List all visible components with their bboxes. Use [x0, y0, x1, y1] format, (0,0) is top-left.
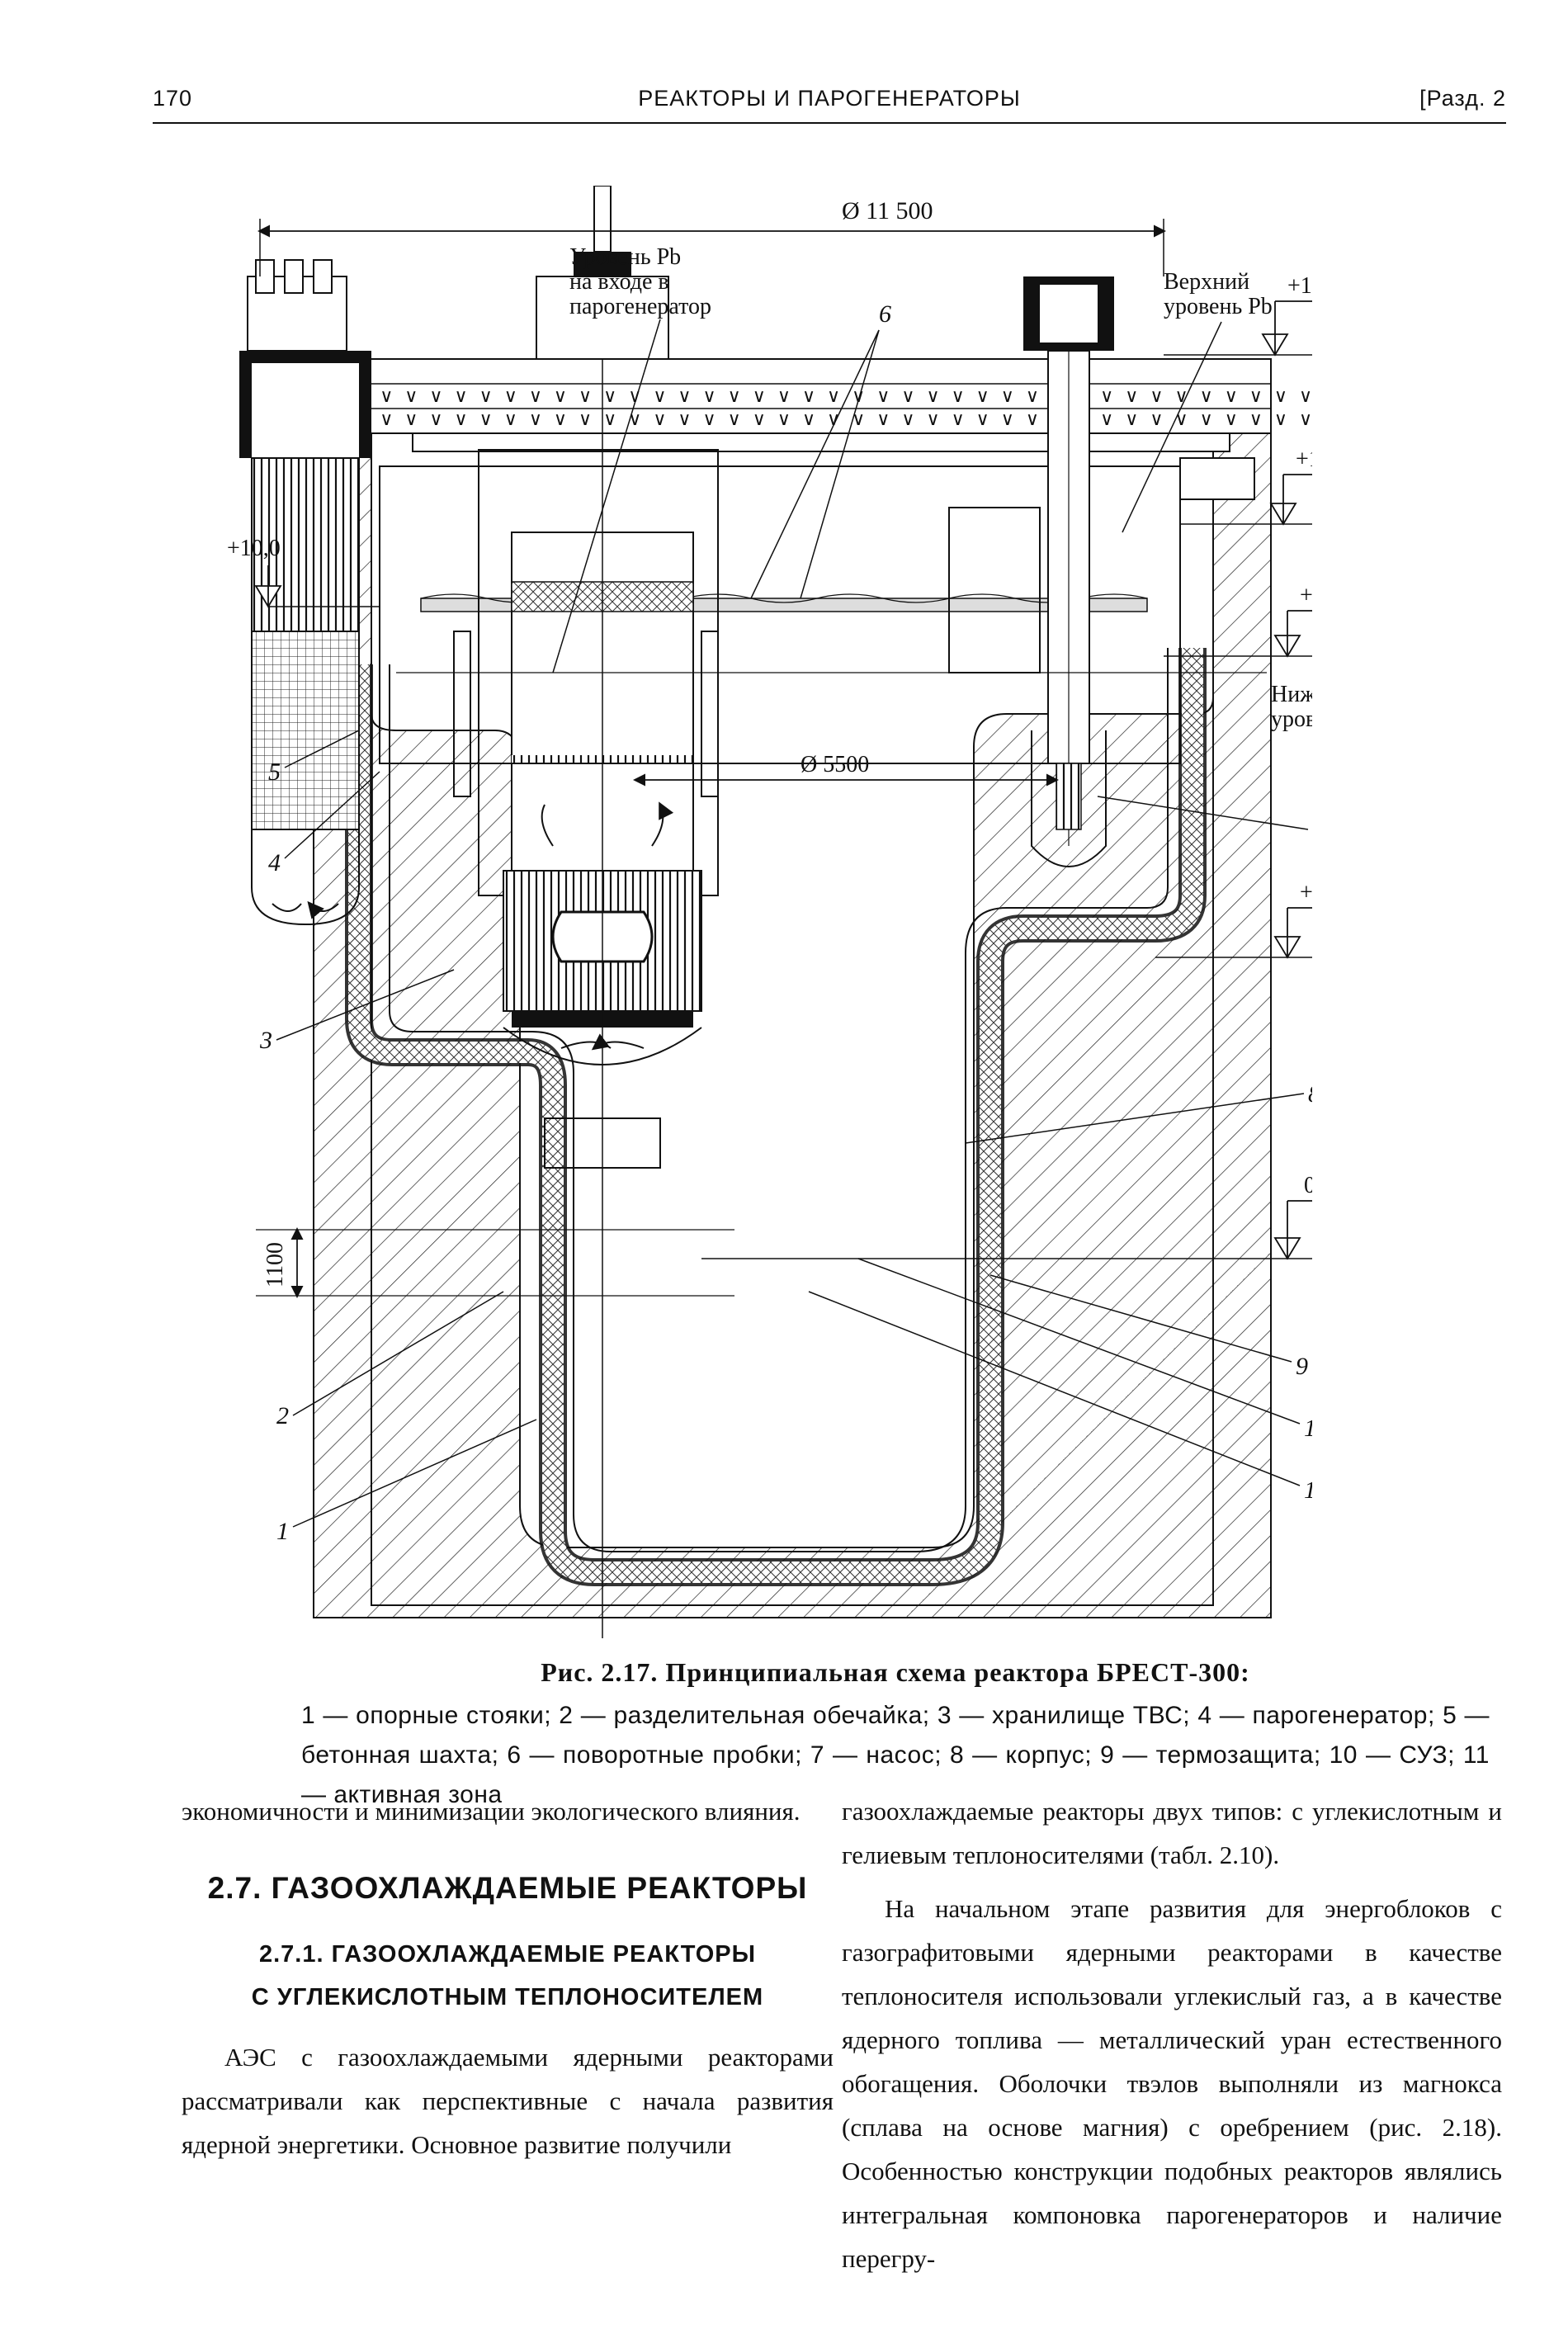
callout-9: 9 — [989, 1274, 1308, 1380]
svg-text:0,0: 0,0 — [1304, 1173, 1312, 1198]
text-column-left: экономичности и минимизации экологическо… — [182, 1789, 834, 2166]
figure-caption: Рис. 2.17. Принципиальная схема реактора… — [301, 1657, 1490, 1815]
subsection-heading: 2.7.1. ГАЗООХЛАЖДАЕМЫЕ РЕАКТОРЫ С УГЛЕКИ… — [251, 1941, 764, 2010]
dimension-top — [257, 219, 1166, 276]
callout-7: 7 — [1097, 796, 1309, 830]
svg-text:6: 6 — [879, 300, 891, 328]
svg-text:5: 5 — [268, 758, 281, 786]
svg-text:парогенератор: парогенератор — [569, 294, 711, 319]
section-reference: [Разд. 2 — [1419, 86, 1506, 111]
elevation-5: +5,0 — [1155, 880, 1312, 959]
paragraph-initial-stage: На начальном этапе развития для энергобл… — [842, 1894, 1502, 2273]
svg-text:на входе в: на входе в — [569, 269, 669, 295]
running-title: РЕАКТОРЫ И ПАРОГЕНЕРАТОРЫ — [638, 86, 1021, 111]
svg-text:уровень Pb: уровень Pb — [1164, 294, 1273, 319]
svg-text:+11,0: +11,0 — [1296, 446, 1312, 472]
reactor-diagram: ∨∨∨∨∨∨∨∨∨∨∨∨∨∨∨∨∨∨∨∨∨∨∨∨∨∨∨∨∨∨∨∨∨∨∨∨∨∨∨∨… — [227, 186, 1312, 1638]
top-cover: ∨∨∨∨∨∨∨∨∨∨∨∨∨∨∨∨∨∨∨∨∨∨∨∨∨∨∨∨∨∨∨∨∨∨∨∨∨∨∨∨… — [313, 358, 1312, 452]
svg-text:Нижний: Нижний — [1271, 682, 1312, 707]
svg-text:+9,0: +9,0 — [1300, 583, 1312, 608]
section-heading: 2.7. ГАЗООХЛАЖДАЕМЫЕ РЕАКТОРЫ — [207, 1871, 808, 1905]
concrete-shaft — [313, 358, 1272, 1618]
svg-text:2: 2 — [276, 1402, 289, 1429]
svg-text:уровень Pb: уровень Pb — [1271, 706, 1312, 732]
callout-5: 5 — [268, 730, 360, 786]
callout-3: 3 — [259, 969, 455, 1054]
page-header: 170 РЕАКТОРЫ И ПАРОГЕНЕРАТОРЫ [Разд. 2 — [153, 83, 1506, 124]
svg-text:9: 9 — [1296, 1353, 1308, 1380]
svg-text:4: 4 — [268, 849, 281, 876]
paragraph-gas-cooled: АЭС с газоохлаждаемыми ядерными реактора… — [182, 2043, 834, 2159]
callout-11: 11 — [808, 1291, 1312, 1504]
central-column — [453, 186, 719, 1638]
label-pb-inlet: Уровень Pb на входе в парогенератор — [552, 244, 711, 673]
label-pb-lower: Нижний уровень Pb — [396, 672, 1312, 732]
svg-text:1: 1 — [276, 1518, 289, 1545]
paragraph-intro: экономичности и минимизации экологическо… — [182, 1797, 801, 1826]
svg-text:+10,0: +10,0 — [227, 536, 281, 561]
page-number: 170 — [153, 86, 193, 111]
figure-caption-legend: 1 — опорные стояки; 2 — разделительная о… — [301, 1702, 1490, 1808]
paragraph-two-types: газоохлаждаемые реакторы двух типов: с у… — [842, 1797, 1502, 1869]
dimension-outer-diameter: Ø 11 500 — [842, 197, 933, 224]
elevation-11: +11,0 — [1180, 446, 1312, 526]
svg-text:Уровень Pb: Уровень Pb — [569, 244, 681, 270]
dimension-core-height — [256, 1227, 734, 1298]
svg-text:∨∨∨∨∨∨∨∨∨∨∨∨∨∨∨∨∨∨∨∨∨∨∨∨∨∨∨∨∨∨: ∨∨∨∨∨∨∨∨∨∨∨∨∨∨∨∨∨∨∨∨∨∨∨∨∨∨∨∨∨∨∨∨∨∨∨∨∨∨∨∨… — [330, 409, 1312, 429]
callout-2: 2 — [276, 1291, 504, 1429]
elevation-0: 0,0 — [701, 1173, 1312, 1260]
svg-text:3: 3 — [259, 1027, 272, 1054]
svg-text:10: 10 — [1304, 1415, 1312, 1442]
elevation-14-75: +14,75 — [1164, 273, 1312, 357]
callout-4: 4 — [268, 771, 380, 876]
figure-caption-title: Рис. 2.17. Принципиальная схема реактора… — [541, 1657, 1250, 1687]
elevation-10: +10,0 — [227, 536, 380, 608]
svg-text:∨∨∨∨∨∨∨∨∨∨∨∨∨∨∨∨∨∨∨∨∨∨∨∨∨∨∨∨∨∨: ∨∨∨∨∨∨∨∨∨∨∨∨∨∨∨∨∨∨∨∨∨∨∨∨∨∨∨∨∨∨∨∨∨∨∨∨∨∨∨∨… — [330, 385, 1312, 406]
elevation-9: +9,0 — [1164, 583, 1312, 658]
callout-8: 8 — [965, 1080, 1312, 1144]
dimension-core-height-label: 1100 — [262, 1242, 288, 1287]
svg-text:11: 11 — [1304, 1476, 1312, 1504]
svg-text:+5,0: +5,0 — [1300, 880, 1312, 905]
steam-generator — [239, 259, 371, 926]
callout-1: 1 — [276, 1419, 537, 1545]
svg-text:8: 8 — [1308, 1080, 1312, 1108]
circulation-pump — [948, 276, 1255, 867]
svg-text:Верхний: Верхний — [1164, 269, 1249, 295]
callout-10: 10 — [857, 1258, 1312, 1442]
label-pb-upper: Верхний уровень Pb — [1122, 269, 1273, 533]
svg-text:+14,75: +14,75 — [1287, 273, 1312, 299]
dimension-inner-diameter: Ø 5500 — [801, 752, 869, 777]
callout-6: 6 — [750, 300, 891, 599]
text-column-right: газоохлаждаемые реакторы двух типов: с у… — [842, 1789, 1502, 2280]
